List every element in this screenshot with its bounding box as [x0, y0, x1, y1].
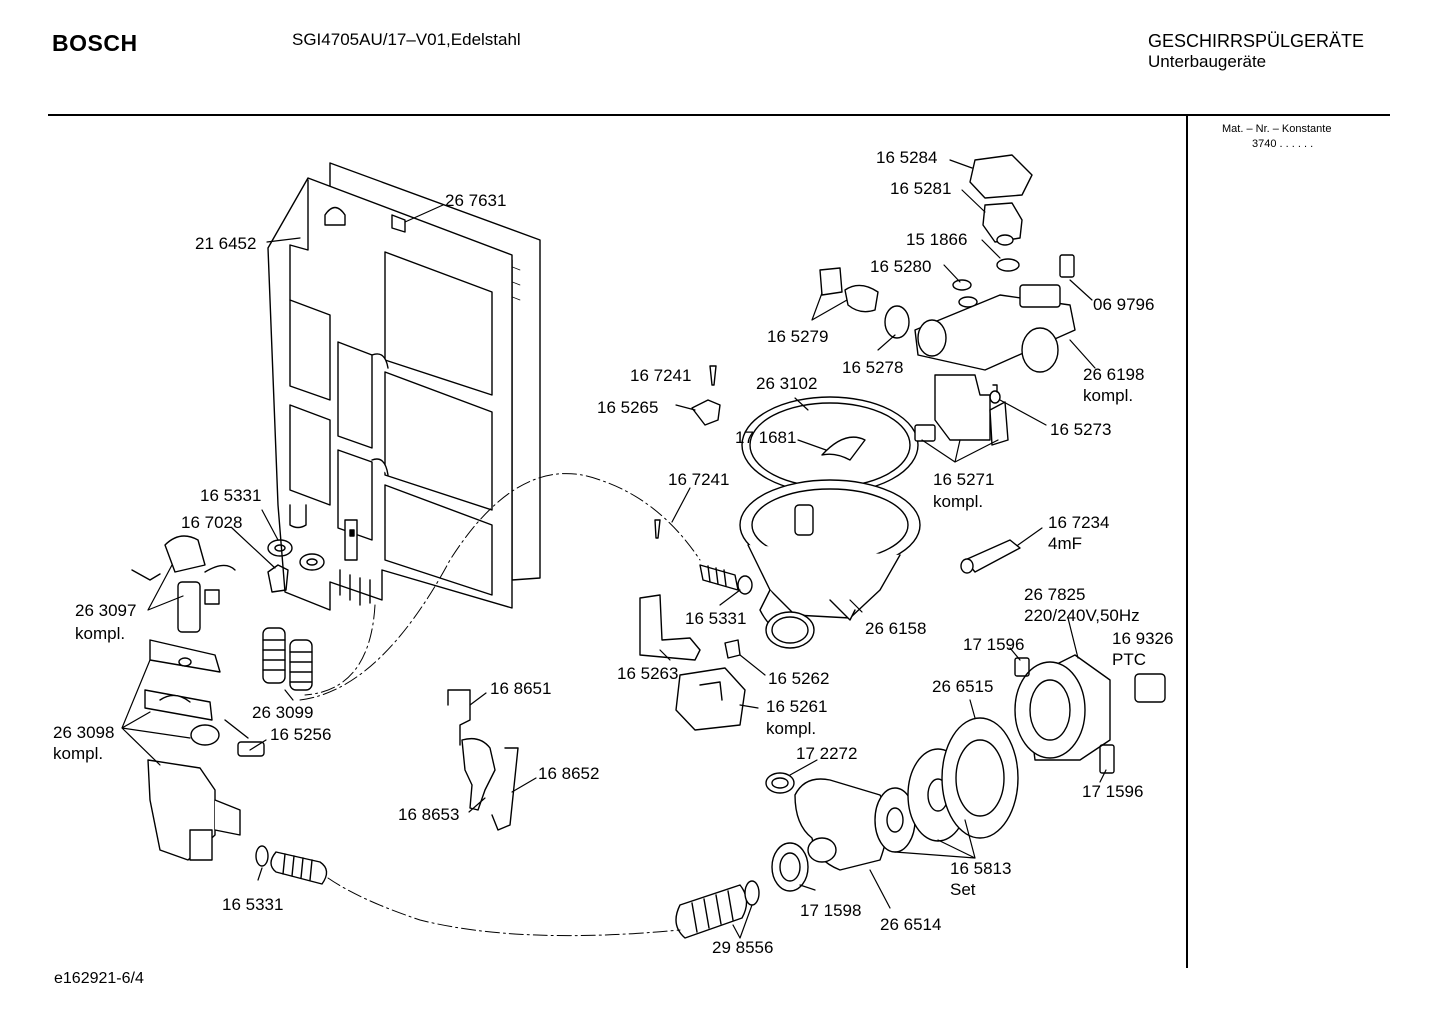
part-clip-165262	[724, 639, 741, 659]
part-heater-relay-165261	[675, 667, 746, 731]
label-16-8653: 16 8653	[398, 805, 459, 824]
header-divider	[48, 114, 1390, 116]
label-26-6198-kompl: kompl.	[1083, 386, 1133, 405]
label-16-7241-lower: 16 7241	[668, 470, 729, 489]
label-16-7028: 16 7028	[181, 513, 242, 532]
part-oring-165278	[884, 305, 910, 339]
part-sensor-165281	[982, 202, 1023, 246]
label-17-1596-upper: 17 1596	[963, 635, 1024, 654]
label-26-6198: 26 6198	[1083, 365, 1144, 384]
part-float-165273	[989, 384, 1001, 404]
part-hose-298556	[675, 880, 760, 939]
label-16-5271-kompl: kompl.	[933, 492, 983, 511]
part-sump-housing-266158	[739, 479, 921, 649]
document-id: e162921-6/4	[54, 970, 144, 987]
part-bracket-165265	[691, 399, 721, 426]
label-26-7631: 26 7631	[445, 191, 506, 210]
label-16-5284: 16 5284	[876, 148, 937, 167]
category-title: GESCHIRRSPÜLGERÄTE	[1148, 31, 1365, 51]
subcategory-title: Unterbaugeräte	[1148, 52, 1267, 71]
part-labels: 26 7631 21 6452 16 5331 16 7028 26 3097 …	[53, 148, 1173, 957]
brand-logo: BOSCH	[52, 30, 138, 56]
part-heat-pump-motor-267825	[1014, 654, 1111, 761]
part-valve-165279	[819, 267, 879, 313]
part-capacitor-167234	[960, 539, 1021, 574]
part-cover-165284	[969, 154, 1033, 199]
label-16-5271: 16 5271	[933, 470, 994, 489]
label-16-5813-set: Set	[950, 880, 976, 899]
label-16-5261-kompl: kompl.	[766, 719, 816, 738]
part-connector-165271	[914, 374, 1009, 446]
label-06-9796: 06 9796	[1093, 295, 1154, 314]
label-21-6452: 21 6452	[195, 234, 256, 253]
mat-number-label: Mat. – Nr. – Konstante	[1222, 123, 1332, 135]
label-16-5256: 16 5256	[270, 725, 331, 744]
label-29-8556: 29 8556	[712, 938, 773, 957]
model-number: SGI4705AU/17–V01,Edelstahl	[292, 30, 521, 49]
label-16-5262: 16 5262	[768, 669, 829, 688]
label-16-5331-middle: 16 5331	[685, 609, 746, 628]
label-26-6514: 26 6514	[880, 915, 941, 934]
label-16-9326: 16 9326	[1112, 629, 1173, 648]
part-ptc-169326	[1134, 673, 1166, 703]
part-pump-266514	[794, 778, 889, 871]
label-16-5280: 16 5280	[870, 257, 931, 276]
panel-front-molding	[267, 177, 513, 611]
part-clips-171596	[1014, 657, 1115, 774]
label-16-7234: 16 7234	[1048, 513, 1109, 532]
part-screws-167241	[654, 365, 717, 539]
sidebar-divider	[1186, 116, 1188, 968]
label-16-5279: 16 5279	[767, 327, 828, 346]
label-16-8652: 16 8652	[538, 764, 599, 783]
label-16-7234-4mf: 4mF	[1048, 534, 1082, 553]
part-clip-167028	[267, 564, 289, 593]
label-16-5331-lower: 16 5331	[222, 895, 283, 914]
label-16-5265: 16 5265	[597, 398, 658, 417]
label-16-5331-upper: 16 5331	[200, 486, 261, 505]
label-16-8651: 16 8651	[490, 679, 551, 698]
label-16-5278: 16 5278	[842, 358, 903, 377]
part-hose-coil-165331	[699, 564, 753, 595]
part-hose-165331	[255, 845, 328, 885]
label-16-9326-ptc: PTC	[1112, 650, 1146, 669]
label-26-3098-kompl: kompl.	[53, 744, 103, 763]
label-26-3099: 26 3099	[252, 703, 313, 722]
label-17-2272: 17 2272	[796, 744, 857, 763]
label-16-5261: 16 5261	[766, 697, 827, 716]
label-17-1681: 17 1681	[735, 428, 796, 447]
part-seal-ring-left	[267, 539, 325, 571]
part-clamp-172272	[765, 772, 795, 794]
label-26-7825: 26 7825	[1024, 585, 1085, 604]
dash-dot-connector-lines	[299, 473, 701, 937]
label-26-6515: 26 6515	[932, 677, 993, 696]
label-16-5263: 16 5263	[617, 664, 678, 683]
part-pump-cover-266515	[941, 717, 1019, 839]
label-26-3097: 26 3097	[75, 601, 136, 620]
label-16-5813: 16 5813	[950, 859, 1011, 878]
part-oring-165280	[952, 279, 978, 308]
label-16-5281: 16 5281	[890, 179, 951, 198]
part-seal-171598	[771, 842, 809, 892]
label-26-3102: 26 3102	[756, 374, 817, 393]
label-26-7825-rating: 220/240V,50Hz	[1024, 606, 1140, 625]
part-aqua-sensor-266198	[914, 254, 1076, 373]
part-bracket-165263	[639, 594, 701, 661]
part-oring-151866	[996, 258, 1020, 272]
part-float-springs-263099	[262, 627, 313, 691]
leader-lines	[121, 159, 1107, 939]
mat-number-value: 3740 . . . . . .	[1252, 138, 1314, 150]
part-hose-set-1686xx	[447, 689, 519, 831]
label-26-3097-kompl: kompl.	[75, 624, 125, 643]
label-26-6158: 26 6158	[865, 619, 926, 638]
label-26-3098: 26 3098	[53, 723, 114, 742]
label-17-1596-lower: 17 1596	[1082, 782, 1143, 801]
label-16-5273: 16 5273	[1050, 420, 1111, 439]
label-16-7241-upper: 16 7241	[630, 366, 691, 385]
part-softener-assembly-263097	[131, 535, 236, 633]
label-15-1866: 15 1866	[906, 230, 967, 249]
part-softener-base-263098	[144, 639, 265, 861]
label-17-1598: 17 1598	[800, 901, 861, 920]
